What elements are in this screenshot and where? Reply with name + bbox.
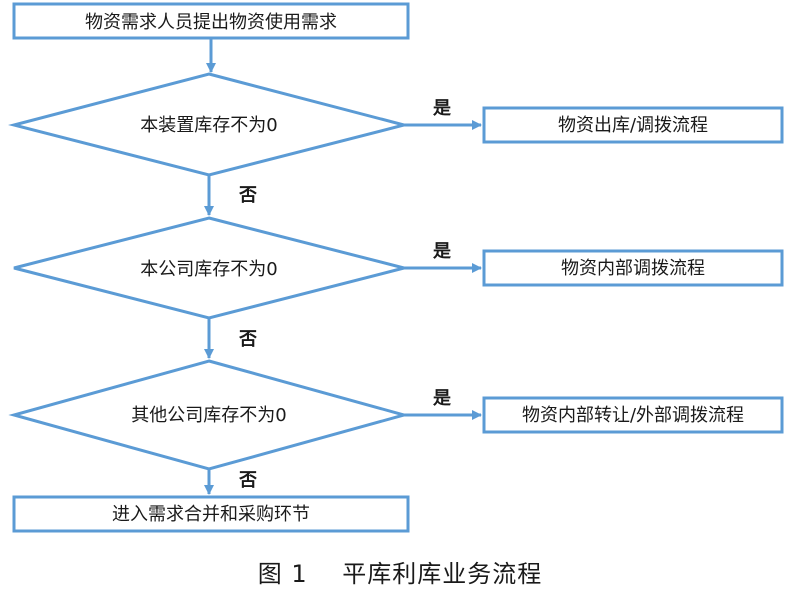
caption-gap — [308, 560, 343, 588]
caption-number: 图 1 — [257, 560, 308, 588]
action-1-box — [482, 106, 784, 144]
decision-3-no-label: 否 — [238, 470, 257, 491]
end-text: 进入需求合并和采购环节 — [112, 504, 310, 525]
start-text: 物资需求人员提出物资使用需求 — [85, 12, 337, 33]
decision-1-yes-label: 是 — [432, 98, 451, 119]
decision-2-text: 本公司库存不为0 — [140, 259, 277, 280]
action-2-box — [482, 249, 784, 287]
action-3-text: 物资内部转让/外部调拨流程 — [522, 405, 744, 426]
decision-3-text: 其他公司库存不为0 — [131, 405, 286, 426]
decision-2-no-label: 否 — [238, 329, 257, 350]
action-1-text: 物资出库/调拨流程 — [558, 115, 708, 136]
caption-title: 平库利库业务流程 — [342, 560, 543, 588]
decision-2-yes-label: 是 — [432, 241, 451, 262]
action-3-box — [482, 396, 784, 434]
end-box — [12, 495, 410, 533]
decision-1-no-label: 否 — [238, 185, 257, 206]
figure-caption: 图 1 平库利库业务流程 — [0, 554, 800, 589]
action-2-text: 物资内部调拨流程 — [561, 258, 705, 279]
decision-1-text: 本装置库存不为0 — [140, 115, 277, 136]
decision-3-yes-label: 是 — [432, 388, 451, 409]
